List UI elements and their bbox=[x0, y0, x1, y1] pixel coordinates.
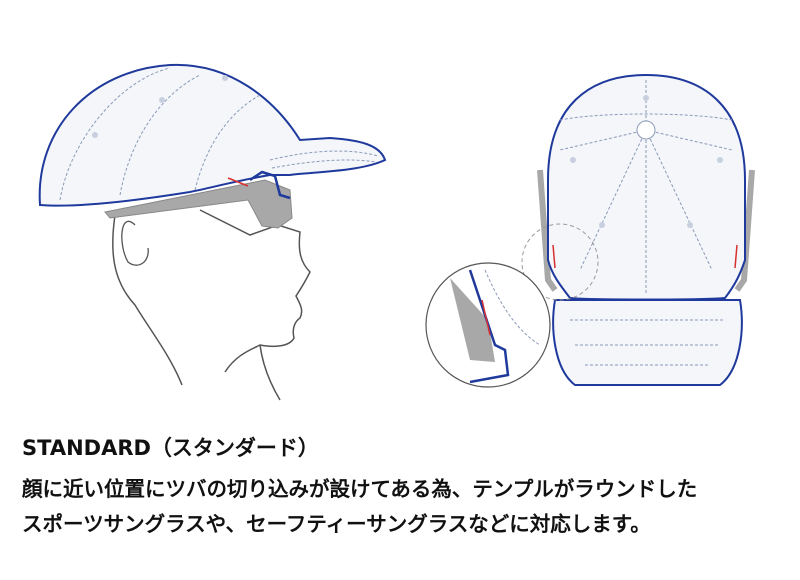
cap-fit-illustration bbox=[38, 63, 755, 401]
glasses-temple-left bbox=[537, 169, 558, 292]
heading: STANDARD（スタンダード） bbox=[22, 436, 319, 460]
top-view-cap bbox=[425, 73, 755, 388]
description-line-2: スポーツサングラスや、セーフティーサングラスなどに対応します。 bbox=[22, 512, 651, 536]
magnified-detail bbox=[425, 262, 551, 388]
head-profile bbox=[112, 209, 311, 401]
cap-crown-side bbox=[38, 63, 387, 207]
description-line-1: 顔に近い位置にツバの切り込みが設けてある為、テンプルがラウンドした bbox=[22, 477, 698, 501]
cap-seam bbox=[59, 67, 261, 201]
glasses-temple-right bbox=[734, 169, 755, 292]
red-marker bbox=[552, 244, 738, 269]
brim-cutout-side bbox=[249, 170, 291, 200]
crown-seams bbox=[559, 80, 733, 295]
zoom-target-circle bbox=[521, 223, 599, 301]
side-view-head-with-cap bbox=[38, 63, 387, 401]
cap-brim-top bbox=[552, 299, 743, 386]
brim-stitch bbox=[269, 150, 379, 169]
ear bbox=[121, 221, 149, 266]
sunglasses-side bbox=[104, 179, 293, 229]
red-marker bbox=[227, 177, 249, 187]
